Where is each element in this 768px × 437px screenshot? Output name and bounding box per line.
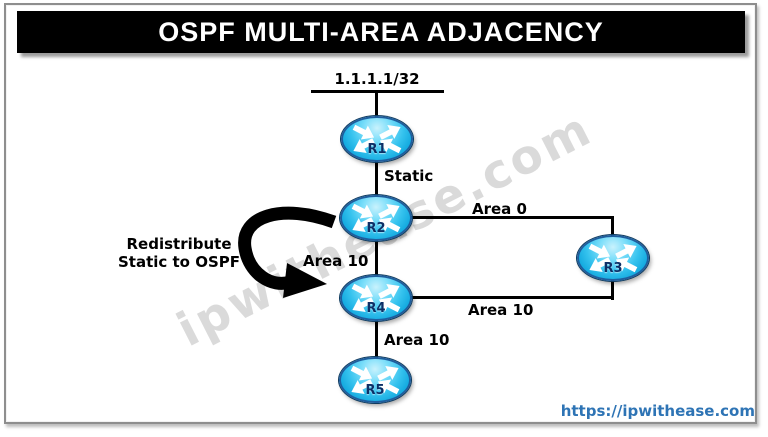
curved-arrow-icon — [238, 206, 337, 298]
link-line-network-r1 — [375, 92, 378, 126]
router-label-r1: R1 — [367, 142, 387, 157]
router-r2: R2 — [340, 195, 412, 241]
link-line-r2-r4 — [375, 238, 378, 278]
router-r3: R3 — [577, 235, 649, 281]
router-r1: R1 — [341, 116, 413, 162]
link-label-area0: Area 0 — [472, 200, 527, 218]
router-r4: R4 — [340, 275, 412, 321]
redistribute-annotation-line2: Static to OSPF — [117, 253, 240, 271]
footer-link[interactable]: https://ipwithease.com — [560, 402, 755, 420]
link-line-r1-r2 — [375, 156, 378, 200]
network-prefix-label: 1.1.1.1/32 — [334, 70, 420, 88]
link-label-static: Static — [384, 167, 434, 185]
title-bar: OSPF MULTI-AREA ADJACENCY — [17, 11, 745, 53]
link-line-r4-east — [378, 296, 614, 299]
router-label-r4: R4 — [366, 301, 386, 316]
link-label-area10-bottom: Area 10 — [468, 301, 534, 319]
link-line-r4-r5 — [375, 318, 378, 360]
router-label-r2: R2 — [366, 221, 386, 236]
router-r5: R5 — [339, 357, 411, 403]
link-line-r2-east — [378, 216, 614, 219]
link-label-area10-left: Area 10 — [303, 252, 369, 270]
redistribute-annotation-line1: Redistribute — [126, 235, 232, 253]
redistribute-annotation: Redistribute Static to OSPF — [104, 235, 254, 271]
page-title: OSPF MULTI-AREA ADJACENCY — [158, 16, 604, 47]
router-label-r5: R5 — [365, 383, 385, 398]
link-line-network-bar — [311, 90, 444, 93]
router-label-r3: R3 — [603, 261, 623, 276]
link-label-area10-r4-r5: Area 10 — [384, 331, 450, 349]
